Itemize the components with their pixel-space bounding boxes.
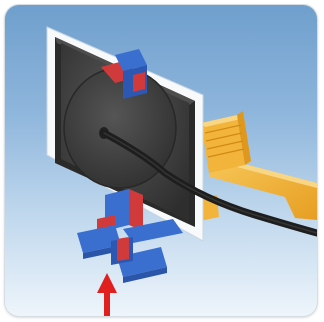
diagram-canvas <box>5 5 317 316</box>
illustration-frame <box>5 5 317 316</box>
insertion-arrow <box>97 273 117 316</box>
